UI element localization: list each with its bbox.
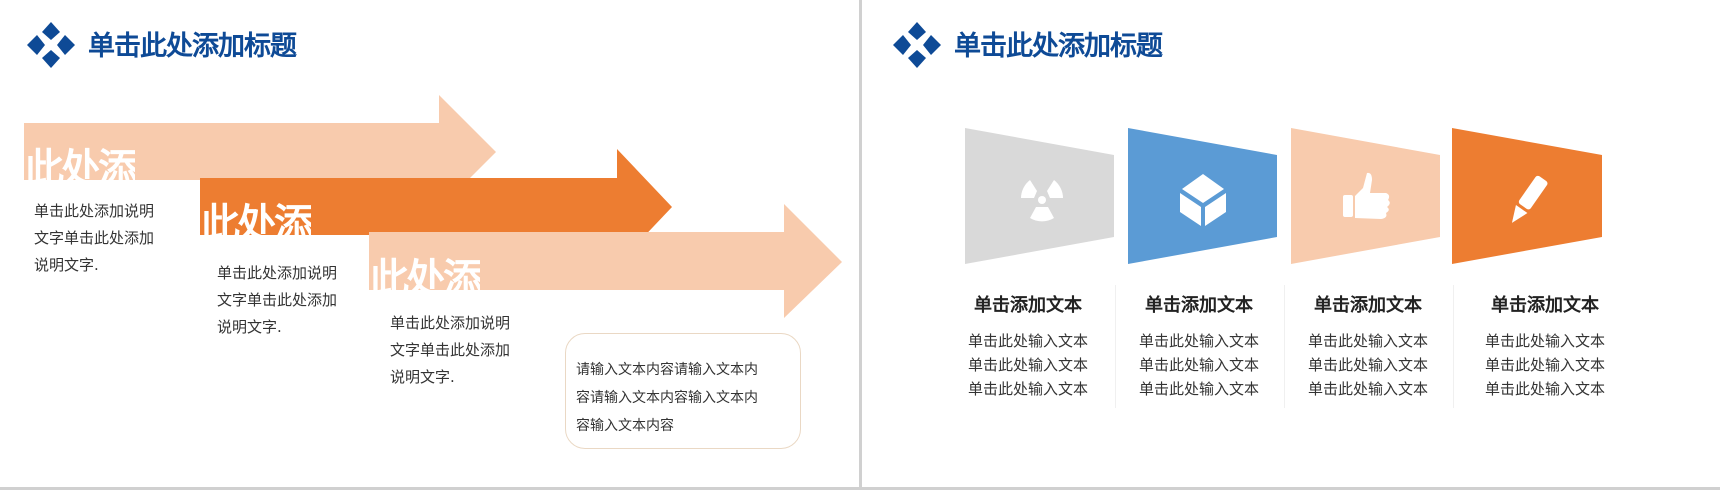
desc-line: 单击此处添加说明 [34, 202, 155, 220]
item-heading: 单击添加文本 [1491, 295, 1599, 316]
item-line: 单击此处输入文本 [967, 332, 1088, 350]
panel-1 [965, 128, 1114, 264]
arrow-1-label: 此处添 [24, 146, 135, 180]
column-divider [1115, 285, 1116, 408]
desc-line: 单击此处添加说明 [390, 314, 511, 332]
slide-title: 单击此处添加标题 [88, 31, 297, 62]
left-slide: 单击此处添加标题 此处添 此处添 此处添 单击此处添加说明 文字单击此处添加 说… [0, 0, 859, 487]
item-line: 单击此处输入文本 [1484, 332, 1605, 350]
text-box: 请输入文本内容请输入文本内 容请输入文本内容输入文本内 容输入文本内容 [565, 333, 801, 449]
desc-line: 说明文字. [390, 368, 455, 386]
item-column-2: 单击添加文本 单击此处输入文本 单击此处输入文本 单击此处输入文本 [1114, 285, 1284, 401]
arrow-3-label: 此处添 [369, 256, 480, 290]
box-line: 请输入文本内容请输入文本内 [576, 362, 758, 378]
desc-line: 文字单击此处添加 [390, 341, 511, 359]
desc-line: 文字单击此处添加 [217, 291, 338, 309]
thumbs-up-icon [1343, 172, 1390, 219]
box-line: 容输入文本内容 [576, 418, 674, 434]
panel-4 [1452, 128, 1602, 264]
arrow-2-label: 此处添 [200, 201, 311, 235]
arrow-3-description: 单击此处添加说明 文字单击此处添加 说明文字. [390, 310, 540, 391]
arrow-1 [24, 95, 842, 318]
item-line: 单击此处输入文本 [967, 356, 1088, 374]
arrow-2-description: 单击此处添加说明 文字单击此处添加 说明文字. [217, 260, 367, 341]
pencil-icon [1511, 175, 1548, 223]
box-line: 容请输入文本内容输入文本内 [576, 390, 758, 406]
item-line: 单击此处输入文本 [1307, 356, 1428, 374]
item-line: 单击此处输入文本 [1484, 380, 1605, 398]
desc-line: 说明文字. [34, 256, 99, 274]
item-line: 单击此处输入文本 [1484, 356, 1605, 374]
desc-line: 说明文字. [217, 318, 282, 336]
desc-line: 单击此处添加说明 [217, 264, 338, 282]
logo-icon [27, 22, 75, 68]
slide-divider [859, 0, 862, 490]
radiation-icon [1021, 180, 1063, 222]
item-column-1: 单击添加文本 单击此处输入文本 单击此处输入文本 单击此处输入文本 [943, 285, 1113, 401]
item-line: 单击此处输入文本 [1307, 332, 1428, 350]
bottom-border [0, 487, 1720, 490]
item-line: 单击此处输入文本 [1138, 380, 1259, 398]
column-divider [1284, 285, 1285, 408]
logo-icon [893, 22, 941, 68]
item-heading: 单击添加文本 [1314, 295, 1422, 316]
item-column-3: 单击添加文本 单击此处输入文本 单击此处输入文本 单击此处输入文本 [1283, 285, 1453, 401]
item-line: 单击此处输入文本 [1138, 332, 1259, 350]
arrow-1-description: 单击此处添加说明 文字单击此处添加 说明文字. [34, 198, 184, 279]
cube-icon [1180, 174, 1226, 226]
panel-2 [1128, 128, 1277, 264]
panel-3 [1291, 128, 1440, 264]
right-slide: 单击此处添加标题 [862, 0, 1720, 487]
item-line: 单击此处输入文本 [1138, 356, 1259, 374]
item-line: 单击此处输入文本 [1307, 380, 1428, 398]
desc-line: 文字单击此处添加 [34, 229, 155, 247]
icon-panels [965, 128, 1602, 264]
item-line: 单击此处输入文本 [967, 380, 1088, 398]
item-heading: 单击添加文本 [974, 295, 1082, 316]
column-divider [1453, 285, 1454, 408]
item-column-4: 单击添加文本 单击此处输入文本 单击此处输入文本 单击此处输入文本 [1460, 285, 1630, 401]
item-heading: 单击添加文本 [1145, 295, 1253, 316]
slide-title: 单击此处添加标题 [954, 31, 1163, 62]
